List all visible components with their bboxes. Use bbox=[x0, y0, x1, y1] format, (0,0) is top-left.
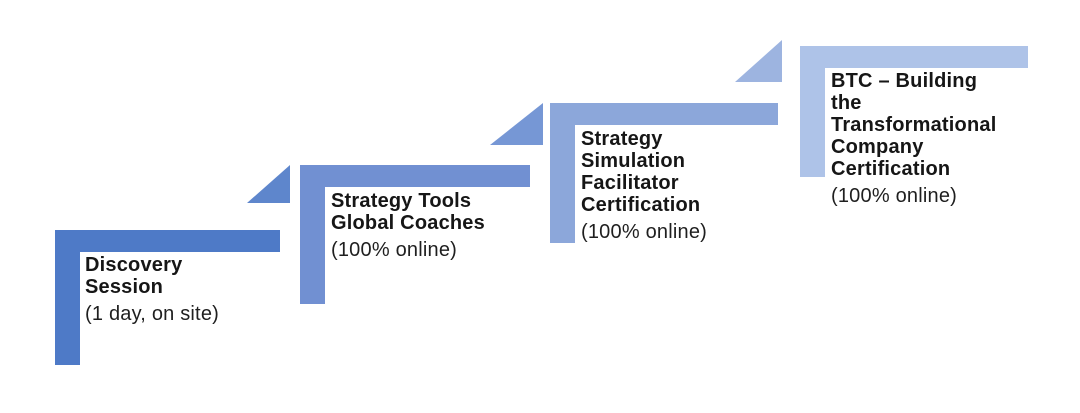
step-4-left-bar bbox=[800, 46, 825, 177]
step-up-triangle-3-icon bbox=[735, 40, 782, 82]
step-1-top-bar bbox=[55, 230, 280, 252]
step-2-label: Strategy Tools Global Coaches (100% onli… bbox=[331, 190, 536, 262]
step-4-top-bar bbox=[800, 46, 1028, 68]
step-up-triangle-1-icon bbox=[247, 165, 290, 203]
step-2-subtitle: (100% online) bbox=[331, 239, 458, 261]
step-up-triangle-2-icon bbox=[490, 103, 543, 145]
step-1-label: Discovery Session (1 day, on site) bbox=[85, 254, 285, 326]
step-2-top-bar bbox=[300, 165, 530, 187]
step-2-left-bar bbox=[300, 165, 325, 304]
step-4-label: BTC – Building the Transformational Comp… bbox=[831, 70, 1043, 208]
step-3-subtitle: (100% online) bbox=[581, 221, 708, 243]
step-3-left-bar bbox=[550, 103, 575, 243]
step-3-label: Strategy Simulation Facilitator Certific… bbox=[581, 128, 781, 244]
step-4-subtitle: (100% online) bbox=[831, 185, 958, 207]
step-1-left-bar bbox=[55, 230, 80, 365]
step-3-title: Strategy Simulation Facilitator Certific… bbox=[581, 128, 701, 216]
step-1-subtitle: (1 day, on site) bbox=[85, 303, 220, 325]
step-3-top-bar bbox=[550, 103, 778, 125]
step-2-title: Strategy Tools Global Coaches bbox=[331, 190, 485, 234]
step-1-title: Discovery Session bbox=[85, 254, 183, 298]
step-4-title: BTC – Building the Transformational Comp… bbox=[831, 70, 997, 180]
